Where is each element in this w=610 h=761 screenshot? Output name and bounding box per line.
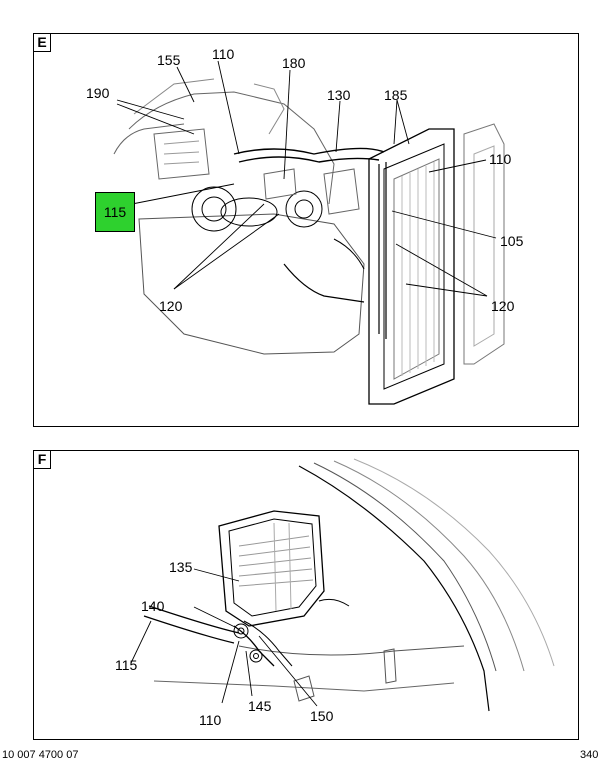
callout-150: 150 (310, 708, 334, 724)
callout-120-right: 120 (491, 298, 515, 314)
panel-tag-e: E (34, 34, 51, 52)
footer-part-number: 10 007 4700 07 (2, 749, 79, 761)
panel-tag-f: F (34, 451, 51, 469)
callout-110: 110 (199, 712, 222, 728)
diagram-panel-e: E (33, 33, 579, 427)
callout-190: 190 (86, 85, 110, 101)
callout-110-upper: 110 (212, 46, 235, 62)
callout-115-highlighted: 115 (95, 192, 135, 232)
callout-145: 145 (248, 698, 272, 714)
callout-105: 105 (500, 233, 524, 249)
callout-140: 140 (141, 598, 165, 614)
hvac-module-illustration (130, 458, 555, 712)
callout-135: 135 (169, 559, 193, 575)
callout-115: 115 (115, 657, 138, 673)
callout-180: 180 (282, 55, 306, 71)
callout-185: 185 (384, 87, 408, 103)
callout-155: 155 (157, 52, 181, 68)
callout-130: 130 (327, 87, 351, 103)
engine-radiator-illustration (113, 60, 505, 405)
footer-page-number: 340 (580, 749, 599, 761)
diagram-panel-f: F (33, 450, 579, 740)
callout-110-right: 110 (489, 151, 512, 167)
callout-120-left: 120 (159, 298, 183, 314)
